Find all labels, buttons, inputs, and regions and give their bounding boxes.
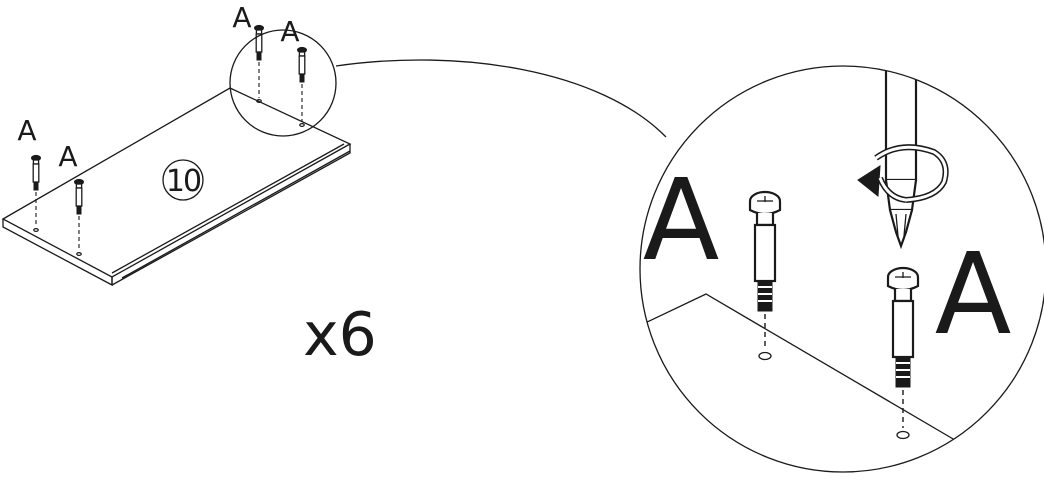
- callout-connector-line: [335, 59, 667, 138]
- screw-icon-left-2: [73, 178, 85, 251]
- zoom-detail: A A: [639, 65, 1044, 473]
- part-label-a-top-1: A: [232, 1, 251, 34]
- phillips-screwdriver-icon: [884, 66, 918, 250]
- panel-number-circle: [162, 159, 204, 201]
- screw-icon-top-1: [253, 24, 265, 98]
- zoom-board-edge: [640, 293, 961, 444]
- part-label-a-top-2: A: [280, 15, 299, 48]
- part-label-a-zoom-right: A: [935, 230, 1012, 360]
- clockwise-rotation-arrow-icon: [857, 144, 949, 203]
- quantity-label: x6: [303, 300, 377, 370]
- screw-icon-zoom-2: [886, 266, 920, 440]
- panel-holes: [33, 98, 305, 257]
- panel-board: [1, 87, 352, 287]
- screw-icon-left-1: [30, 154, 42, 227]
- part-label-a-left-2: A: [58, 140, 77, 173]
- part-label-a-zoom-left: A: [643, 156, 720, 286]
- panel-number: 10: [166, 164, 201, 199]
- screw-icon-top-2: [296, 46, 308, 122]
- zoom-detail-circle: [639, 65, 1044, 473]
- screw-icon-zoom-1: [748, 190, 782, 361]
- part-label-a-left-1: A: [17, 114, 36, 147]
- detail-callout-circle: [229, 29, 337, 137]
